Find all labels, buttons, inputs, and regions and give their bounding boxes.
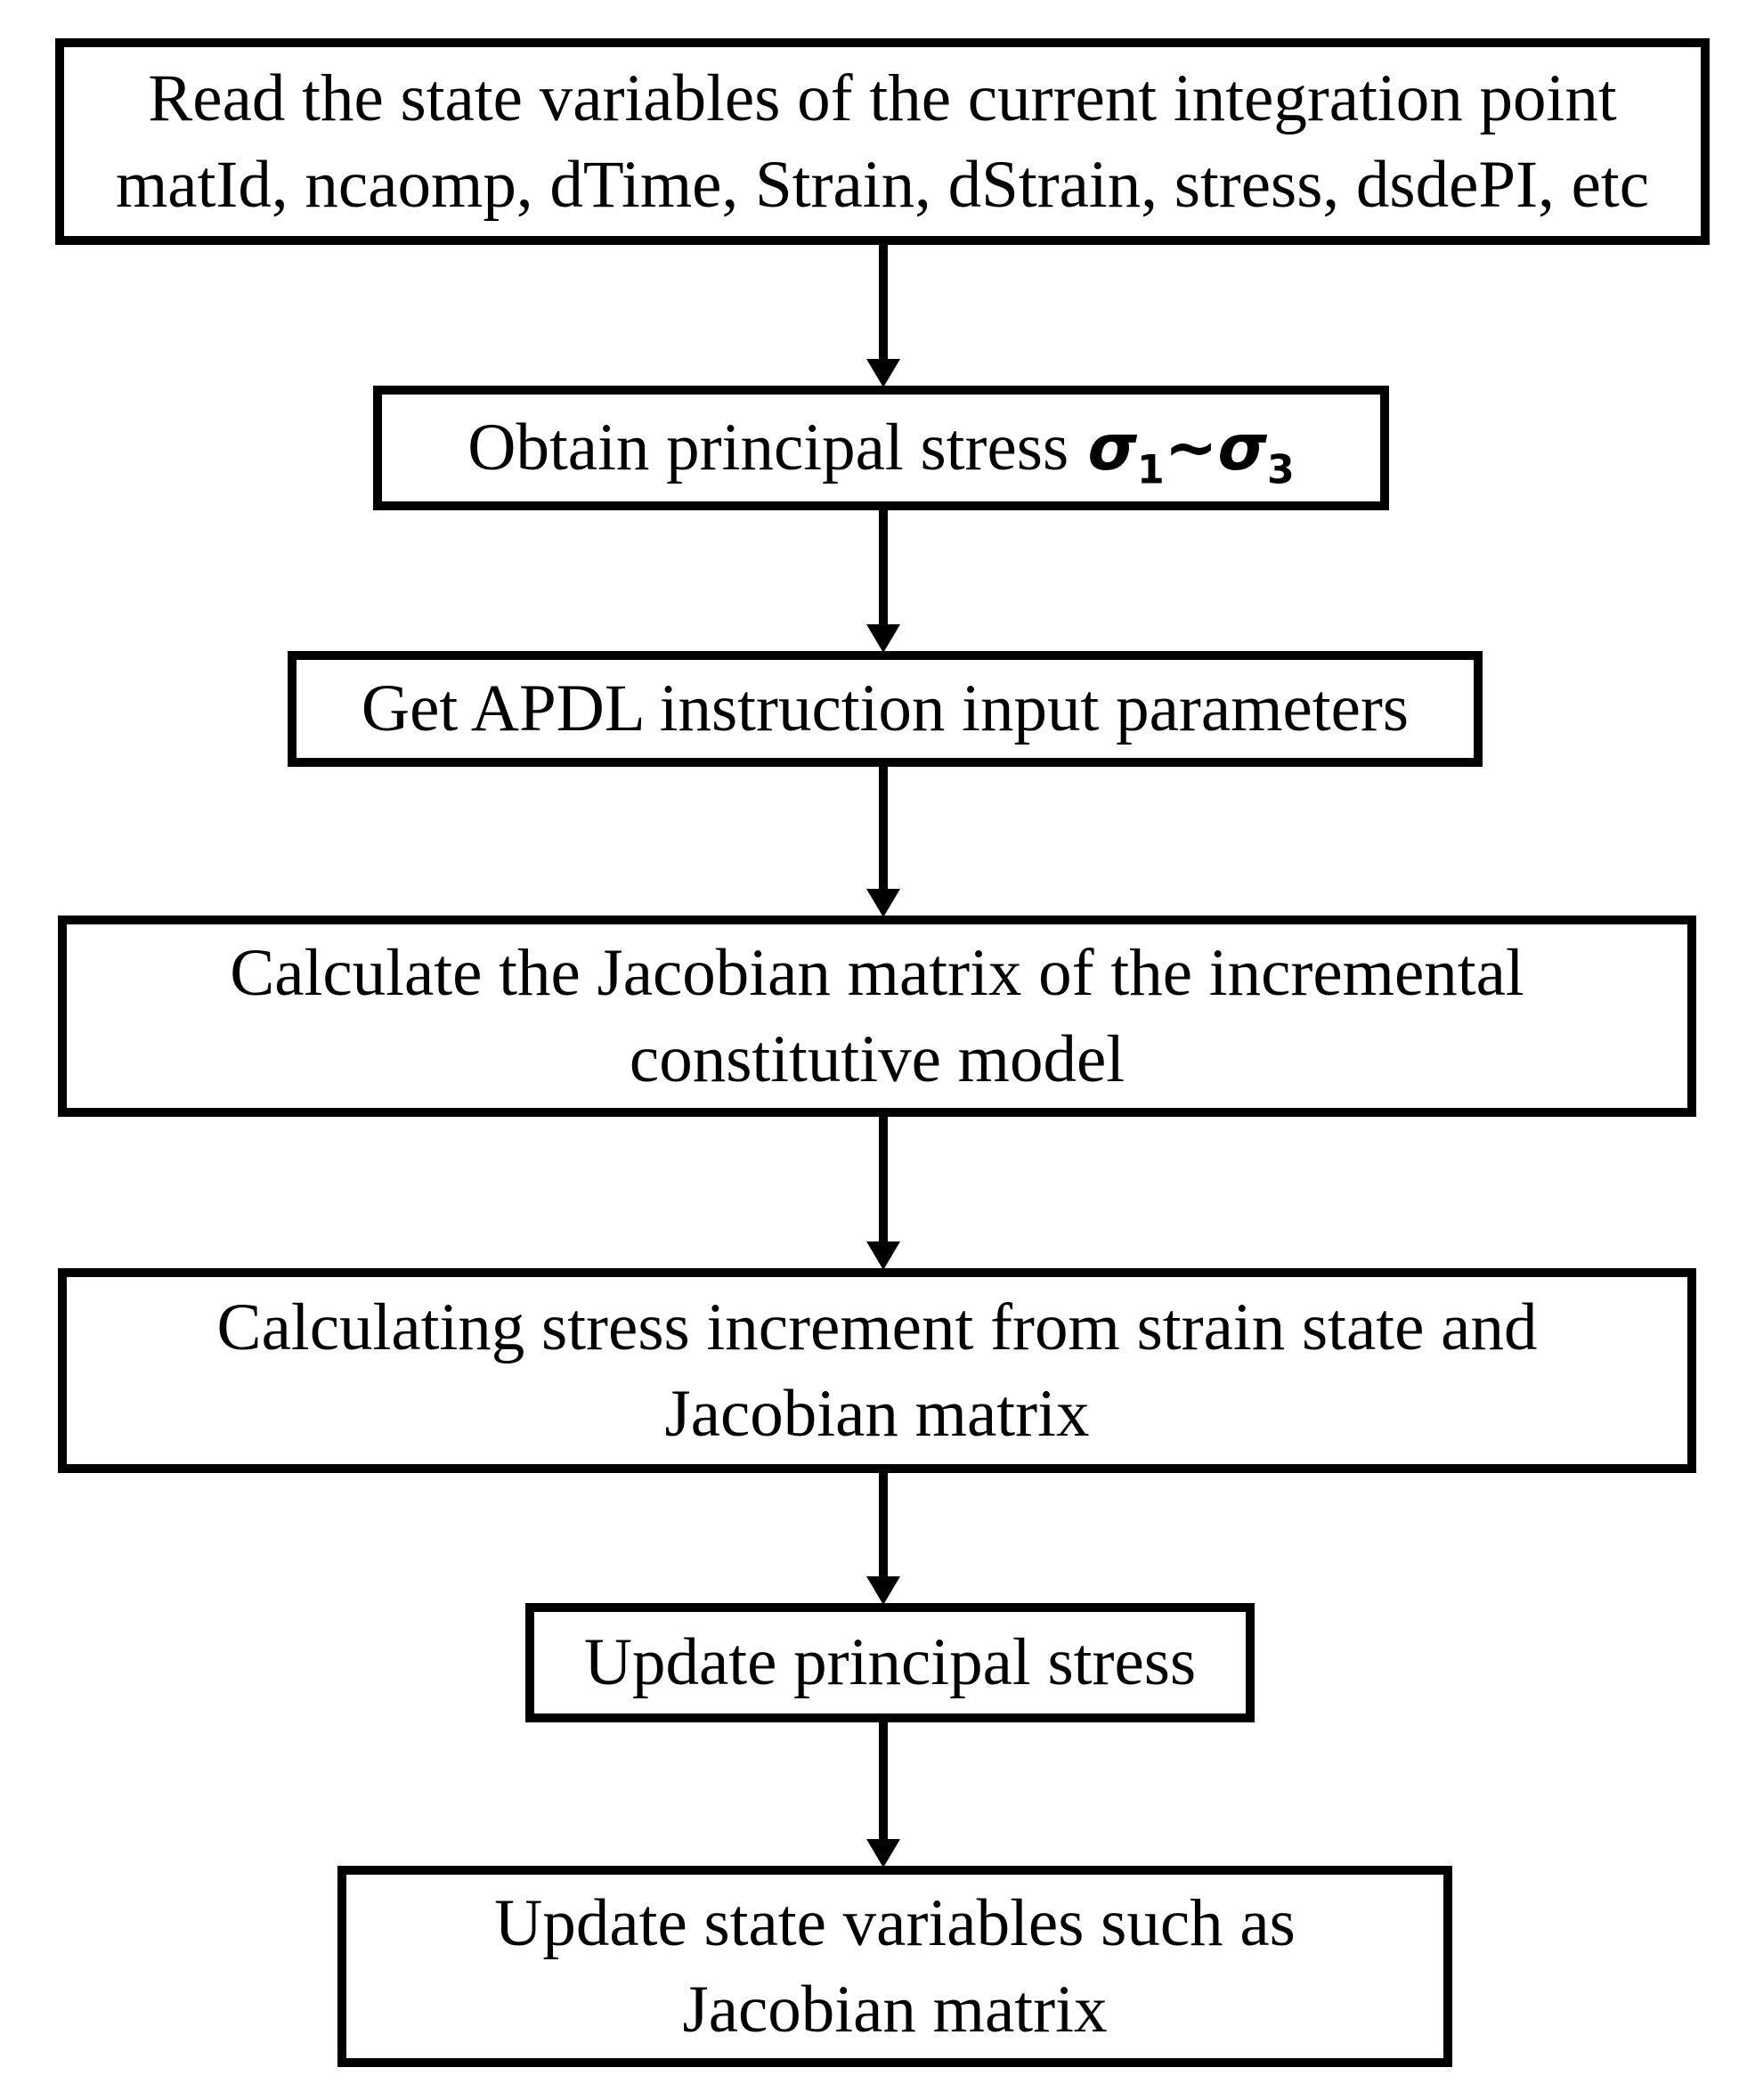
step-get-apdl-input-parameters: Get APDL instruction input parameters [288,651,1483,767]
flow-connector [864,1471,903,1605]
step-text-line: constitutive model [629,1022,1125,1096]
step-text-line: Update principal stress [583,1625,1197,1700]
arrow-stem [879,765,888,889]
arrow-down-icon [866,1839,900,1868]
step-text-line: matId, ncaomp, dTime, Strain, dStrain, s… [115,148,1650,222]
arrow-stem [879,243,888,359]
step-update-state-variables: Update state variables such as Jacobian … [337,1866,1452,2067]
arrow-stem [879,509,888,624]
arrow-down-icon [866,1576,900,1605]
flow-connector [864,1721,903,1868]
flow-connector [864,1115,903,1270]
sigma-subscript: 3 [1266,447,1295,493]
step-text-line: Update state variables such as [494,1885,1296,1960]
sigma-subscript: 1 [1137,447,1165,493]
step-text: Obtain principal stress [467,411,1069,485]
arrow-down-icon [866,889,900,917]
arrow-stem [879,1471,888,1576]
arrow-stem [879,1115,888,1241]
step-text-line: Read the state variables of the current … [148,61,1617,135]
arrow-down-icon [866,624,900,653]
tilde-operator: ~ [1164,411,1218,485]
step-text-line: Jacobian matrix [664,1377,1090,1451]
flow-connector [864,765,903,917]
flow-connector [864,243,903,387]
step-calculate-jacobian-matrix: Calculate the Jacobian matrix of the inc… [58,916,1696,1117]
step-text-line: Calculate the Jacobian matrix of the inc… [230,935,1524,1010]
step-update-principal-stress: Update principal stress [525,1603,1255,1722]
flow-connector [864,509,903,653]
step-read-state-variables: Read the state variables of the current … [55,38,1710,245]
sigma-symbol: σ [1087,411,1138,485]
step-text-line: Get APDL instruction input parameters [361,672,1410,746]
sigma-range-expression: σ1~σ3 [1087,411,1295,490]
arrow-down-icon [866,359,900,387]
step-text-line: Jacobian matrix [682,1973,1108,2047]
arrow-stem [879,1721,888,1839]
sigma-symbol: σ [1217,411,1267,485]
arrow-down-icon [866,1241,900,1270]
step-text-line: Calculating stress increment from strain… [216,1290,1538,1364]
step-calculate-stress-increment: Calculating stress increment from strain… [58,1268,1696,1473]
